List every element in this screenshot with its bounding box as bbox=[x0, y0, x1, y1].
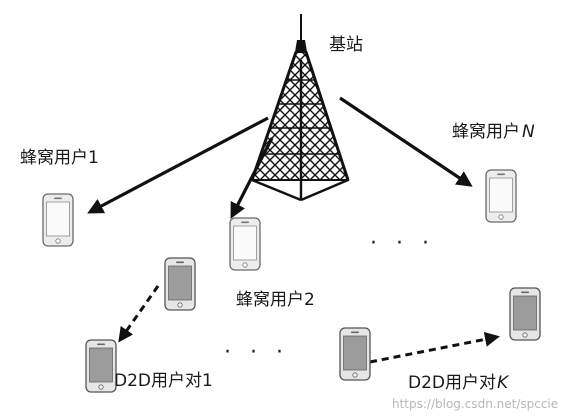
cellular-user-1-label: 蜂窝用户1 bbox=[20, 148, 99, 168]
base-station-tower-icon bbox=[250, 14, 350, 202]
link-arrow-d2d-k bbox=[369, 331, 500, 364]
link-arrow-cellular-2 bbox=[230, 137, 274, 219]
link-arrow-d2d-1 bbox=[118, 285, 160, 343]
phone-icon-cellular-1 bbox=[42, 193, 74, 247]
d2d-pair-1-label: D2D用户对1 bbox=[114, 371, 213, 391]
phone-icon-d2d-1-rx bbox=[85, 339, 117, 393]
cellular-user-2-label: 蜂窝用户2 bbox=[236, 290, 315, 310]
d2d-pair-k-label: D2D用户对K bbox=[408, 373, 510, 393]
phone-icon-cellular-n bbox=[485, 169, 517, 223]
ellipsis-cellular: · · · bbox=[370, 231, 435, 256]
phone-icon-cellular-2 bbox=[229, 217, 261, 271]
watermark-text: https://blog.csdn.net/spccie bbox=[392, 397, 558, 411]
phone-icon-d2d-k-rx bbox=[509, 287, 541, 341]
link-arrow-cellular-n bbox=[339, 96, 473, 187]
link-arrow-cellular-1 bbox=[87, 116, 269, 214]
phone-icon-d2d-1-tx bbox=[164, 257, 196, 311]
ellipsis-d2d: · · · bbox=[224, 340, 289, 365]
base-station-label: 基站 bbox=[329, 35, 363, 55]
phone-icon-d2d-k-tx bbox=[339, 327, 371, 381]
